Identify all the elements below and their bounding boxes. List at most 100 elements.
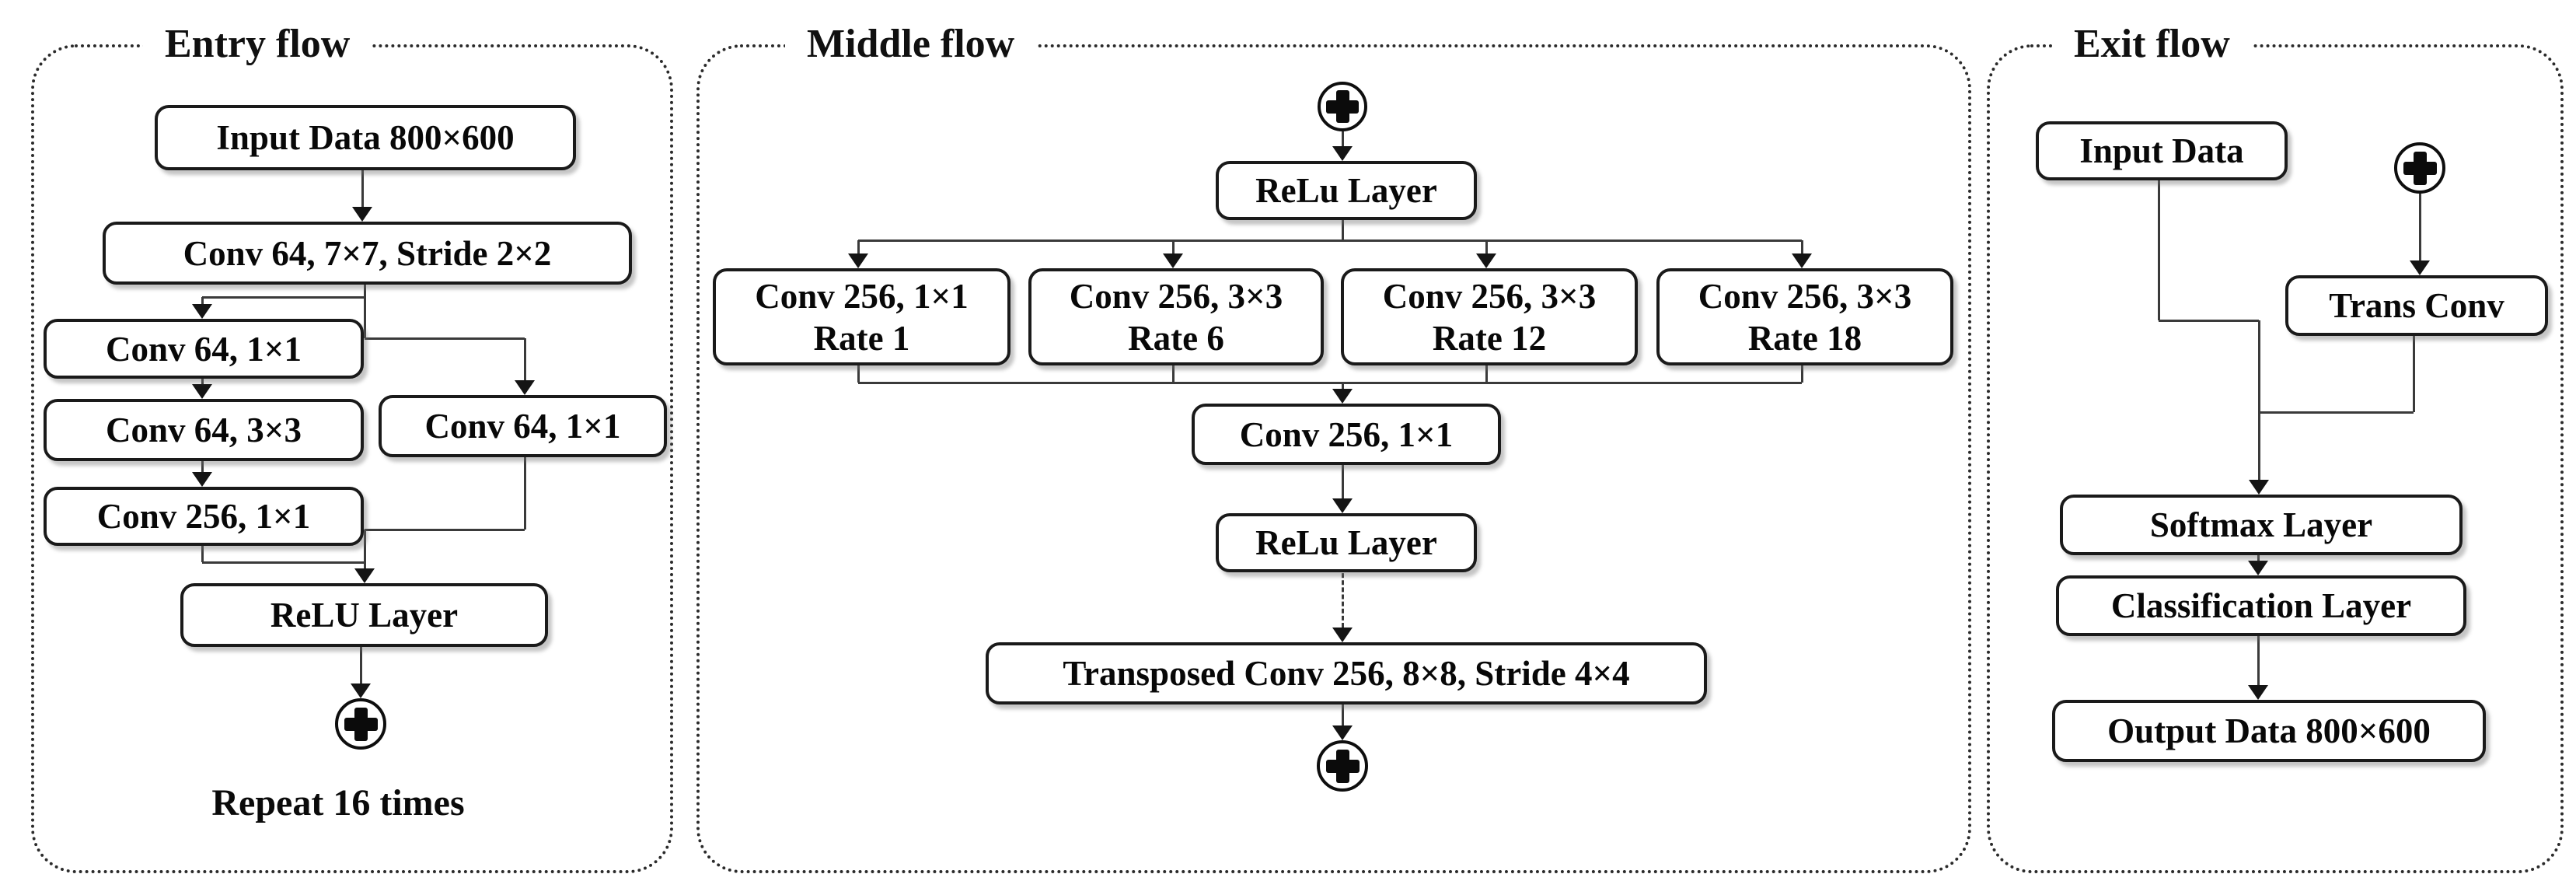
arrowhead-down-icon [848, 253, 868, 268]
plus-icon [1335, 749, 1349, 783]
edge-line [365, 337, 525, 340]
edge-line [361, 164, 364, 207]
edge-line [201, 455, 204, 472]
arrowhead-down-icon [192, 472, 212, 487]
edge-line [857, 359, 860, 383]
edge-line [2413, 330, 2415, 412]
arrowhead-down-icon [1332, 389, 1353, 404]
node-entry-conv-256-1x1: Conv 256, 1×1 [44, 487, 364, 546]
edge-line [2419, 194, 2421, 260]
node-label: Output Data 800×600 [2107, 711, 2431, 750]
plus-icon [354, 707, 368, 741]
edge-line [2258, 320, 2260, 412]
node-label: Conv 256, 3×3 [1069, 276, 1283, 316]
node-label: Conv 64, 1×1 [106, 329, 302, 369]
node-exit-output-data: Output Data 800×600 [2052, 700, 2486, 762]
panel-title-exit-flow: Exit flow [2052, 18, 2252, 71]
node-middle-transposed-conv: Transposed Conv 256, 8×8, Stride 4×4 [986, 642, 1707, 704]
plus-icon [2413, 151, 2427, 185]
arrowhead-down-icon [192, 304, 212, 319]
edge-line [1801, 359, 1803, 383]
node-exit-classification-layer: Classification Layer [2056, 575, 2466, 636]
annotation-repeat-note: Repeat 16 times [211, 781, 465, 823]
arrowhead-down-icon [1332, 725, 1353, 740]
arrowhead-down-icon [354, 568, 375, 583]
edge-line [1172, 359, 1175, 383]
node-label: Transposed Conv 256, 8×8, Stride 4×4 [1063, 654, 1630, 693]
arrowhead-down-icon [2410, 260, 2430, 275]
node-middle-conv-256-1x1: Conv 256, 1×1 [1192, 404, 1501, 465]
node-label: Conv 256, 3×3 [1382, 276, 1597, 316]
node-sublabel: Rate 12 [1432, 318, 1547, 358]
arrowhead-down-icon [351, 683, 371, 698]
arrowhead-down-icon [1476, 253, 1496, 268]
node-middle-relu-layer-2: ReLu Layer [1216, 513, 1477, 572]
node-middle-relu-layer-1: ReLu Layer [1216, 161, 1477, 220]
node-entry-conv-64-1x1-left: Conv 64, 1×1 [44, 319, 364, 379]
arrowhead-down-icon [1163, 253, 1183, 268]
node-label: Softmax Layer [2149, 505, 2373, 544]
edge-line [1342, 459, 1344, 498]
arrowhead-down-icon [192, 384, 212, 399]
node-exit-trans-conv: Trans Conv [2285, 275, 2548, 336]
node-label: ReLu Layer [1255, 171, 1437, 210]
plus-circle-exit-add [2394, 142, 2445, 194]
node-entry-input-data: Input Data 800×600 [155, 105, 576, 170]
node-entry-conv-64-1x1-right: Conv 64, 1×1 [379, 395, 667, 457]
node-label: ReLU Layer [270, 596, 459, 635]
node-exit-softmax-layer: Softmax Layer [2060, 495, 2463, 555]
edge-line [1485, 359, 1488, 383]
panel-title-middle-flow: Middle flow [785, 18, 1037, 71]
plus-circle-middle-add-top [1318, 82, 1367, 131]
node-label: Trans Conv [2329, 286, 2504, 325]
panel-middle-flow: Middle flow [696, 18, 1971, 873]
node-entry-conv-64-3x3: Conv 64, 3×3 [44, 399, 364, 461]
edge-line [1342, 383, 1344, 389]
edge-line [858, 382, 1802, 384]
arrowhead-down-icon [1332, 498, 1353, 513]
plus-circle-middle-add-bottom [1317, 740, 1368, 792]
plus-icon [1335, 90, 1349, 123]
edge-line [524, 451, 526, 530]
arrowhead-down-icon [1332, 628, 1353, 642]
node-label: Conv 256, 1×1 [1239, 414, 1454, 454]
node-entry-conv-64-7x7: Conv 64, 7×7, Stride 2×2 [103, 222, 632, 285]
edge-line [524, 338, 526, 380]
edge-line [857, 240, 860, 253]
node-label: Conv 256, 1×1 [96, 497, 311, 536]
arrowhead-down-icon [2248, 685, 2268, 700]
edge-line [1342, 214, 1344, 240]
edge-line [2258, 412, 2260, 480]
node-entry-relu-layer: ReLU Layer [180, 583, 548, 647]
node-exit-input-data: Input Data [2036, 121, 2288, 180]
edge-line [201, 297, 204, 306]
edge-line [1342, 131, 1344, 146]
arrowhead-down-icon [1332, 146, 1353, 161]
edge-line [1485, 240, 1488, 253]
edge-line [360, 641, 362, 683]
panel-entry-flow: Entry flow [31, 18, 673, 873]
edge-line [1172, 240, 1175, 253]
node-label: Input Data 800×600 [216, 118, 515, 157]
edge-line [2257, 630, 2260, 685]
node-label: Input Data [2079, 131, 2244, 170]
node-label: Conv 256, 1×1 [755, 276, 969, 316]
node-label: Conv 256, 3×3 [1698, 276, 1912, 316]
edge-line [201, 540, 204, 562]
panel-title-entry-flow: Entry flow [143, 18, 372, 71]
arrowhead-down-icon [2248, 561, 2268, 575]
edge-line [858, 239, 1802, 242]
plus-circle-entry-add [335, 698, 386, 750]
edge-line [1801, 240, 1803, 253]
edge-line [1342, 698, 1344, 725]
panel-exit-flow: Exit flow [1987, 18, 2564, 873]
node-label: Classification Layer [2110, 586, 2412, 625]
edge-line [365, 529, 525, 531]
edge-line [202, 561, 365, 564]
arrowhead-down-icon [515, 380, 535, 395]
node-label: Conv 64, 3×3 [106, 411, 302, 449]
